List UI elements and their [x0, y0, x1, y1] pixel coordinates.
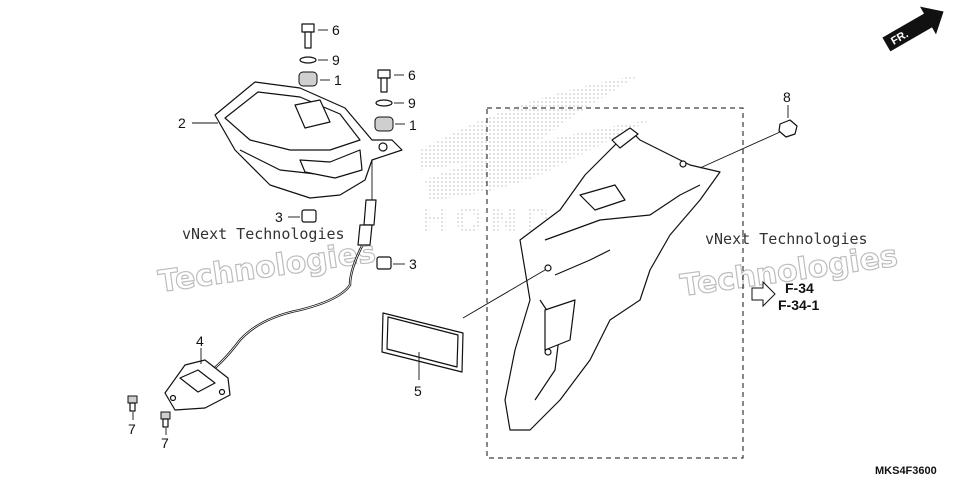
callout-3a: 3 [275, 209, 283, 225]
screw-7b[interactable] [160, 411, 171, 428]
license-light[interactable] [164, 359, 231, 411]
washer-9b[interactable] [375, 99, 393, 107]
nut-8[interactable] [778, 119, 798, 138]
bolt-6a[interactable] [301, 23, 315, 49]
taillight-unit[interactable] [214, 81, 403, 199]
leader-lines [132, 29, 789, 435]
callout-1b: 1 [409, 117, 417, 133]
reference-arrow-icon [751, 280, 776, 308]
callout-5: 5 [414, 383, 422, 399]
callout-7a: 7 [128, 421, 136, 437]
callout-6b: 6 [408, 67, 416, 83]
bolt-6b[interactable] [377, 69, 391, 93]
watermark-right-small: vNext Technologies [705, 230, 868, 248]
grommet-1a[interactable] [298, 71, 318, 87]
callout-2: 2 [178, 115, 186, 131]
callout-6a: 6 [332, 22, 340, 38]
callout-3b: 3 [409, 256, 417, 272]
nut-3b[interactable] [376, 256, 392, 270]
reference-f34[interactable]: F-34 [785, 280, 814, 296]
callout-8: 8 [783, 89, 791, 105]
callout-9a: 9 [332, 52, 340, 68]
callout-7b: 7 [161, 435, 169, 451]
screw-7a[interactable] [127, 395, 138, 412]
callout-4: 4 [196, 333, 204, 349]
diagram-code: MKS4F3600 [875, 465, 937, 477]
callout-9b: 9 [408, 95, 416, 111]
washer-9a[interactable] [299, 56, 317, 64]
callout-1a: 1 [334, 72, 342, 88]
reflector[interactable] [381, 312, 464, 373]
reference-f34-1[interactable]: F-34-1 [778, 297, 819, 313]
front-direction-arrow-icon: FR. [882, 6, 944, 52]
watermark-left-small: vNext Technologies [182, 225, 345, 243]
nut-3a[interactable] [301, 209, 317, 223]
assembly-boundary [486, 107, 744, 459]
rear-fender[interactable] [504, 127, 721, 431]
grommet-1b[interactable] [374, 116, 394, 132]
wire-harness [209, 160, 377, 373]
